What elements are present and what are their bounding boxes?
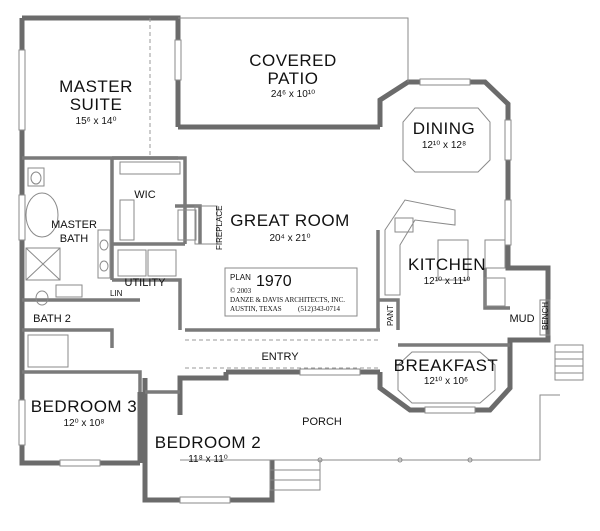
great-room-label: GREAT ROOM	[230, 211, 350, 230]
bedroom2-dim: 11⁸ x 11⁰	[188, 454, 228, 465]
covered-patio-label-2: PATIO	[268, 69, 319, 88]
plan-number: 1970	[256, 273, 292, 290]
linen-label: LIN	[110, 289, 123, 298]
dining-label: DINING	[413, 119, 476, 138]
utility-label: UTILITY	[125, 277, 167, 289]
fixtures	[25, 107, 584, 491]
bench-label: BENCH	[541, 302, 550, 330]
fireplace-label: FIREPLACE	[215, 206, 224, 250]
porch-label: PORCH	[302, 416, 342, 428]
bath2-label: BATH 2	[33, 313, 71, 325]
breakfast-dim: 12¹⁰ x 10⁶	[424, 376, 468, 387]
plan-phone: (512)343-0714	[298, 305, 340, 313]
great-room-dim: 20⁴ x 21⁰	[269, 233, 310, 244]
dining-dim: 12¹⁰ x 12⁸	[422, 140, 466, 151]
wic-label: WIC	[134, 189, 155, 201]
pantry-label: PANT	[386, 305, 395, 326]
plan-firm: DANZE & DAVIS ARCHITECTS, INC.	[230, 296, 345, 304]
dashed-lines	[149, 18, 380, 369]
bedroom3-label: BEDROOM 3	[31, 397, 138, 416]
kitchen-dim: 12¹⁰ x 11¹⁰	[424, 276, 471, 287]
plan-location: AUSTIN, TEXAS	[230, 305, 282, 313]
master-suite-label-1: MASTER	[59, 77, 133, 96]
breakfast-label: BREAKFAST	[394, 356, 499, 375]
covered-patio-label-1: COVERED	[249, 51, 337, 70]
covered-patio-dim: 24⁶ x 10¹⁰	[271, 89, 315, 100]
mud-label: MUD	[509, 313, 534, 325]
master-bath-label-1: MASTER	[51, 219, 97, 231]
interior-walls	[22, 156, 510, 394]
plan-label: PLAN	[230, 273, 251, 282]
bedroom3-dim: 12⁰ x 10⁸	[63, 418, 104, 429]
entry-label: ENTRY	[261, 351, 299, 363]
master-suite-label-2: SUITE	[70, 95, 123, 114]
kitchen-label: KITCHEN	[408, 255, 486, 274]
room-labels: COVERED PATIO 24⁶ x 10¹⁰ MASTER SUITE 15…	[31, 51, 550, 465]
master-suite-dim: 15⁶ x 14⁰	[76, 116, 117, 127]
plan-copyright: © 2003	[230, 287, 252, 295]
bedroom2-label: BEDROOM 2	[155, 433, 262, 452]
master-bath-label-2: BATH	[60, 233, 89, 245]
plan-info-box: PLAN 1970 © 2003 DANZE & DAVIS ARCHITECT…	[224, 267, 358, 317]
windows	[18, 39, 512, 504]
